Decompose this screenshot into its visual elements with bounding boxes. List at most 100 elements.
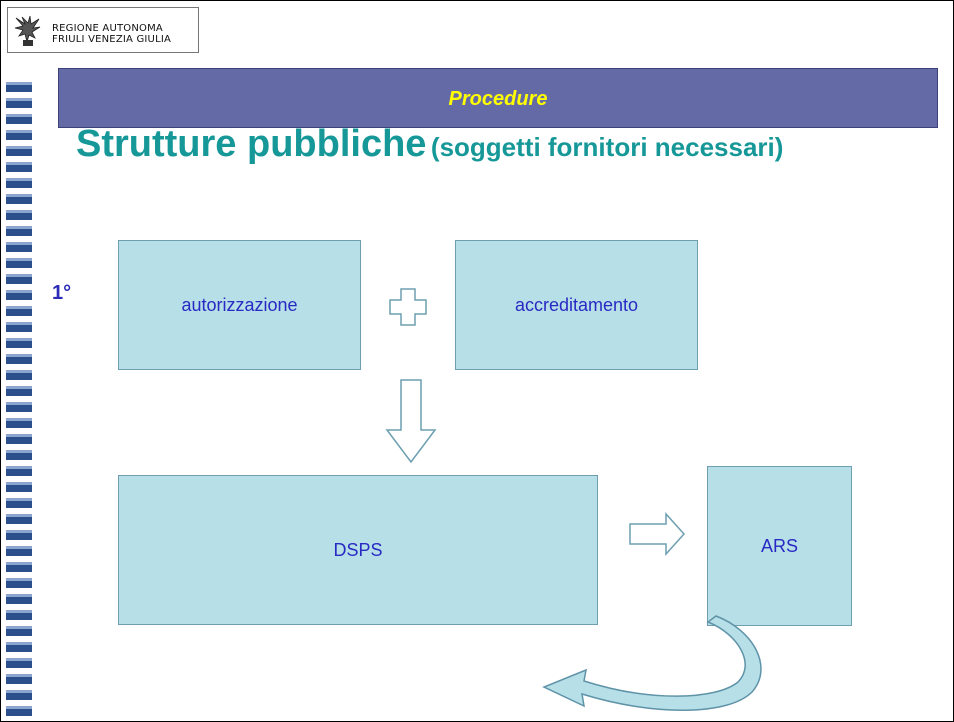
strip-block xyxy=(6,130,32,140)
strip-block xyxy=(6,146,32,156)
strip-block xyxy=(6,546,32,556)
strip-block xyxy=(6,562,32,572)
strip-block-highlight xyxy=(6,338,32,341)
step-label: 1° xyxy=(52,282,72,304)
strip-block-highlight xyxy=(6,706,32,709)
strip-block xyxy=(6,370,32,380)
strip-block xyxy=(6,306,32,316)
plus-icon xyxy=(389,288,427,326)
strip-block-highlight xyxy=(6,194,32,197)
right-arrow-icon xyxy=(629,512,686,556)
strip-block-highlight xyxy=(6,354,32,357)
region-logo: REGIONE AUTONOMA FRIULI VENEZIA GIULIA xyxy=(7,7,199,53)
strip-block xyxy=(6,594,32,604)
strip-block-highlight xyxy=(6,434,32,437)
strip-block xyxy=(6,258,32,268)
strip-block-highlight xyxy=(6,242,32,245)
strip-block xyxy=(6,402,32,412)
node-dsps: DSPS xyxy=(118,475,598,625)
page-title: Strutture pubbliche (soggetti fornitori … xyxy=(76,123,783,166)
side-decoration-strip xyxy=(6,82,32,716)
curved-return-arrow-icon xyxy=(542,615,762,711)
strip-block-highlight xyxy=(6,258,32,261)
strip-block-highlight xyxy=(6,178,32,181)
down-arrow-icon xyxy=(385,379,437,464)
page-title-sub: (soggetti fornitori necessari) xyxy=(430,132,784,162)
strip-block xyxy=(6,690,32,700)
strip-block xyxy=(6,674,32,684)
strip-block-highlight xyxy=(6,146,32,149)
strip-block xyxy=(6,354,32,364)
strip-block xyxy=(6,530,32,540)
strip-block-highlight xyxy=(6,482,32,485)
strip-block-highlight xyxy=(6,690,32,693)
strip-block-highlight xyxy=(6,610,32,613)
strip-block xyxy=(6,434,32,444)
strip-block xyxy=(6,194,32,204)
strip-block-highlight xyxy=(6,642,32,645)
strip-block-highlight xyxy=(6,514,32,517)
strip-block-highlight xyxy=(6,322,32,325)
strip-block-highlight xyxy=(6,658,32,661)
node-accreditamento-label: accreditamento xyxy=(514,294,639,315)
strip-block xyxy=(6,210,32,220)
strip-block xyxy=(6,642,32,652)
strip-block-highlight xyxy=(6,210,32,213)
strip-block-highlight xyxy=(6,274,32,277)
strip-block-highlight xyxy=(6,674,32,677)
strip-block-highlight xyxy=(6,450,32,453)
strip-block-highlight xyxy=(6,466,32,469)
strip-block xyxy=(6,226,32,236)
strip-block-highlight xyxy=(6,162,32,165)
strip-block-highlight xyxy=(6,402,32,405)
strip-block-highlight xyxy=(6,306,32,309)
strip-block xyxy=(6,514,32,524)
strip-block xyxy=(6,162,32,172)
strip-block-highlight xyxy=(6,226,32,229)
strip-block-highlight xyxy=(6,370,32,373)
strip-block-highlight xyxy=(6,418,32,421)
strip-block xyxy=(6,290,32,300)
strip-block xyxy=(6,242,32,252)
strip-block xyxy=(6,274,32,284)
strip-block xyxy=(6,322,32,332)
strip-block xyxy=(6,466,32,476)
strip-block xyxy=(6,98,32,108)
strip-block-highlight xyxy=(6,562,32,565)
node-dsps-label: DSPS xyxy=(333,539,383,560)
strip-block xyxy=(6,450,32,460)
strip-block-highlight xyxy=(6,98,32,101)
strip-block xyxy=(6,338,32,348)
node-autorizzazione-label: autorizzazione xyxy=(181,294,298,315)
strip-block xyxy=(6,418,32,428)
eagle-emblem-icon xyxy=(14,15,41,46)
strip-block xyxy=(6,82,32,92)
section-title: Procedure xyxy=(448,88,548,110)
strip-block xyxy=(6,658,32,668)
strip-block xyxy=(6,610,32,620)
strip-block-highlight xyxy=(6,498,32,501)
strip-block xyxy=(6,498,32,508)
logo-text-line-2: FRIULI VENEZIA GIULIA xyxy=(52,34,172,45)
strip-block-highlight xyxy=(6,530,32,533)
node-autorizzazione: autorizzazione xyxy=(118,240,361,370)
strip-block-highlight xyxy=(6,578,32,581)
page-title-main: Strutture pubbliche xyxy=(76,123,427,165)
strip-block-highlight xyxy=(6,114,32,117)
strip-block xyxy=(6,386,32,396)
strip-block xyxy=(6,706,32,716)
strip-block-highlight xyxy=(6,594,32,597)
logo-text-line-1: REGIONE AUTONOMA xyxy=(52,23,163,34)
node-ars-label: ARS xyxy=(760,535,798,556)
strip-block-highlight xyxy=(6,386,32,389)
strip-block xyxy=(6,114,32,124)
strip-block xyxy=(6,482,32,492)
strip-block-highlight xyxy=(6,130,32,133)
node-ars: ARS xyxy=(707,466,852,626)
strip-block-highlight xyxy=(6,82,32,85)
strip-block-highlight xyxy=(6,626,32,629)
node-accreditamento: accreditamento xyxy=(455,240,698,370)
strip-block-highlight xyxy=(6,546,32,549)
strip-block xyxy=(6,626,32,636)
header-bar: Procedure xyxy=(58,68,938,128)
